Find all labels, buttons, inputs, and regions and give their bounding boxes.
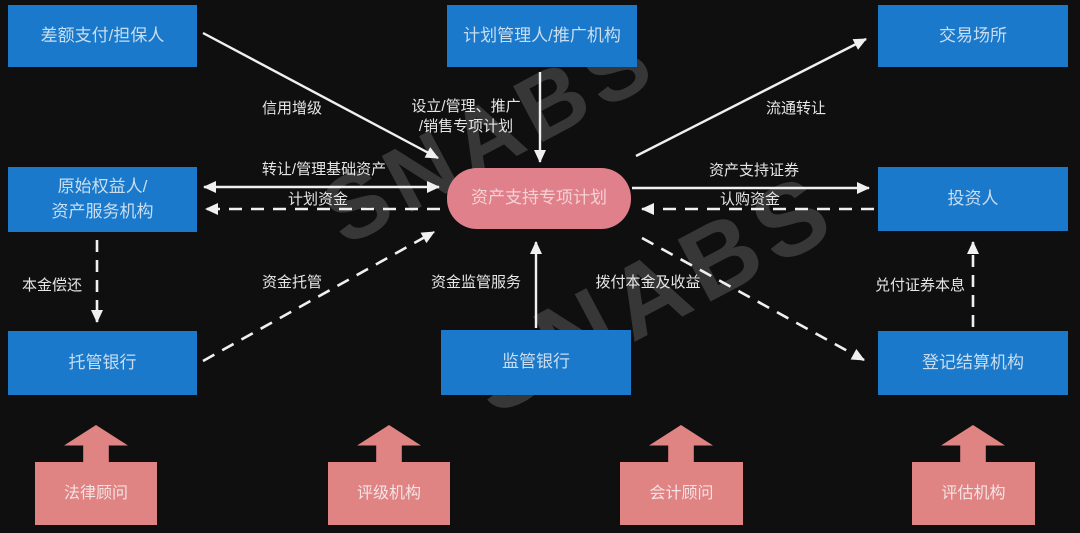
edge-label-setup-line2: /销售专项计划 <box>418 118 514 135</box>
node-custodian-bank: 托管银行 <box>8 331 197 395</box>
edge-label-disburse-principal-income: 拨付本金及收益 <box>595 274 701 291</box>
node-registrar: 登记结算机构 <box>878 331 1068 395</box>
edge-label-plan-funds: 计划资金 <box>287 191 348 208</box>
edge-label-principal-repayment: 本金偿还 <box>21 277 82 294</box>
edge-label-setup-plan: 设立/管理、推广 /销售专项计划 <box>406 97 526 137</box>
node-legal-advisor: 法律顾问 <box>35 462 157 525</box>
edge-label-asset-transfer: 转让/管理基础资产 <box>261 161 387 178</box>
node-guarantor: 差额支付/担保人 <box>8 5 197 67</box>
node-exchange: 交易场所 <box>878 5 1068 67</box>
node-supervision-bank: 监管银行 <box>441 330 631 395</box>
edge-label-circulation-transfer: 流通转让 <box>765 100 826 117</box>
edge-credit-enhancement <box>202 31 439 160</box>
node-rating-agency: 评级机构 <box>328 462 450 525</box>
edge-label-abs-securities: 资产支持证券 <box>708 162 799 179</box>
edge-circulation-transfer <box>635 37 867 158</box>
node-originator: 原始权益人/ 资产服务机构 <box>8 167 197 232</box>
node-originator-line2: 资产服务机构 <box>51 201 154 221</box>
node-spv: 资产支持专项计划 <box>447 168 631 229</box>
node-plan-manager: 计划管理人/推广机构 <box>447 5 637 67</box>
node-appraisal-agency: 评估机构 <box>912 462 1035 525</box>
edge-label-setup-line1: 设立/管理、推广 <box>411 98 521 115</box>
edge-label-subscription-funds: 认购资金 <box>719 191 780 208</box>
node-accounting-advisor: 会计顾问 <box>620 462 743 525</box>
node-originator-line1: 原始权益人/ <box>57 176 148 196</box>
edge-fund-custody <box>202 230 435 363</box>
node-investor: 投资人 <box>878 167 1068 231</box>
edge-label-fund-supervision: 资金监管服务 <box>430 274 521 291</box>
edge-disburse-principal-income <box>641 236 865 362</box>
edge-label-fund-custody: 资金托管 <box>261 274 322 291</box>
edge-label-credit-enhancement: 信用增级 <box>261 100 322 117</box>
edge-label-redeem-principal-interest: 兑付证券本息 <box>874 277 965 294</box>
